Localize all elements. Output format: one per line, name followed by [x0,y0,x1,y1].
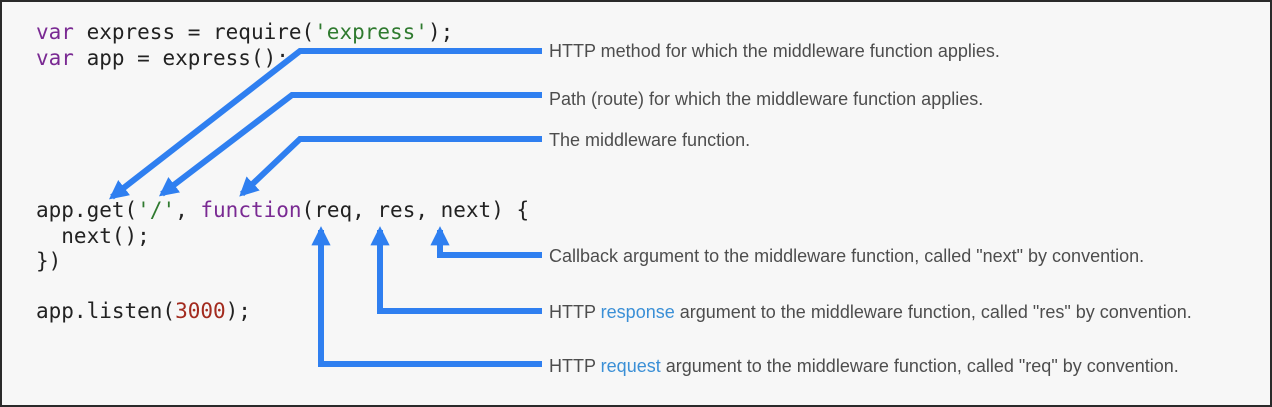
request-link[interactable]: request [600,356,661,376]
arrow-res [370,226,542,314]
annotation-text: HTTP [549,302,601,322]
response-link[interactable]: response [600,302,675,322]
code-line-get: app.get('/', function(req, res, next) { [36,198,529,222]
arrow-path [158,92,542,197]
code-text: app.listen( [36,299,176,323]
keyword-var: var [36,46,74,70]
annotation-text: argument to the middleware function, cal… [660,356,1179,376]
code-text: ); [225,299,251,323]
keyword-function: function [200,198,302,222]
string-literal: 'express' [314,20,428,44]
annotation-response-argument: HTTP response argument to the middleware… [549,301,1192,323]
annotation-text: HTTP [549,356,601,376]
code-text: app = express(); [73,46,289,70]
code-text: ); [427,20,454,44]
code-text: app.get( [36,198,138,222]
code-line-close: }) [36,249,62,273]
code-line-listen: app.listen(3000); [36,299,251,323]
number-literal: 3000 [175,299,226,323]
code-line-app: var app = express(); [36,46,289,70]
arrow-req [311,226,542,367]
annotation-request-argument: HTTP request argument to the middleware … [549,355,1179,377]
annotation-text: argument to the middleware function, cal… [674,302,1192,322]
keyword-var: var [36,20,74,44]
code-text: (req, res, next) { [301,198,530,222]
code-line-next: next(); [36,224,150,248]
arrow-function [239,136,542,197]
annotation-middleware-function: The middleware function. [549,130,751,150]
code-text: express = require( [73,20,315,44]
arrow-method [108,48,542,200]
arrow-next [430,226,542,258]
string-literal: '/' [137,198,176,222]
annotation-http-method: HTTP method for which the middleware fun… [549,41,1000,61]
code-text: , [175,198,201,222]
code-line-require: var express = require('express'); [36,20,453,44]
annotation-next-argument: Callback argument to the middleware func… [549,246,1145,266]
annotation-path: Path (route) for which the middleware fu… [549,89,984,109]
